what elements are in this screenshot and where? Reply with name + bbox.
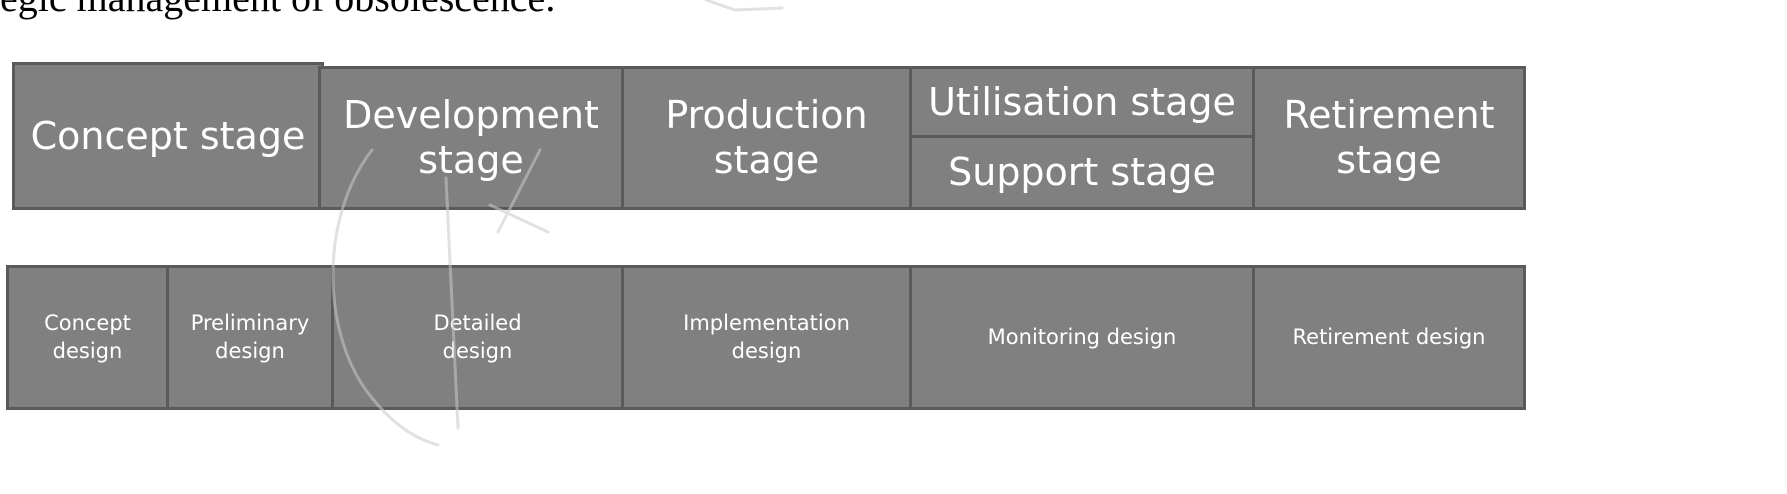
detailed-design-label: Detailed design: [433, 311, 522, 363]
production-stage-box: Production stage: [621, 66, 912, 210]
development-stage-box: Development stage: [318, 66, 624, 210]
utilisation-stage-box: Utilisation stage: [909, 66, 1255, 138]
retirement-stage-label: Retirement stage: [1283, 93, 1495, 182]
support-stage-box: Support stage: [909, 135, 1255, 210]
preliminary-design-label: Preliminary design: [190, 311, 310, 363]
retirement-stage-box: Retirement stage: [1252, 66, 1526, 210]
detailed-design-box: Detailed design: [331, 265, 624, 410]
implementation-design-box: Implementation design: [621, 265, 912, 410]
caption-fragment: egic management of obsolescence.: [0, 0, 555, 26]
retirement-design-box: Retirement design: [1252, 265, 1526, 410]
monitoring-design-label: Monitoring design: [987, 324, 1177, 349]
preliminary-design-box: Preliminary design: [166, 265, 334, 410]
production-stage-label: Production stage: [665, 93, 868, 182]
concept-stage-box: Concept stage: [12, 62, 324, 210]
development-stage-label: Development stage: [343, 93, 599, 182]
utilisation-stage-label: Utilisation stage: [928, 79, 1236, 124]
monitoring-design-box: Monitoring design: [909, 265, 1255, 410]
support-stage-label: Support stage: [948, 150, 1216, 195]
implementation-design-label: Implementation design: [683, 311, 850, 363]
concept-design-box: Concept design: [6, 265, 169, 410]
retirement-design-label: Retirement design: [1292, 324, 1486, 349]
concept-stage-label: Concept stage: [30, 113, 306, 158]
concept-design-label: Concept design: [44, 311, 131, 363]
